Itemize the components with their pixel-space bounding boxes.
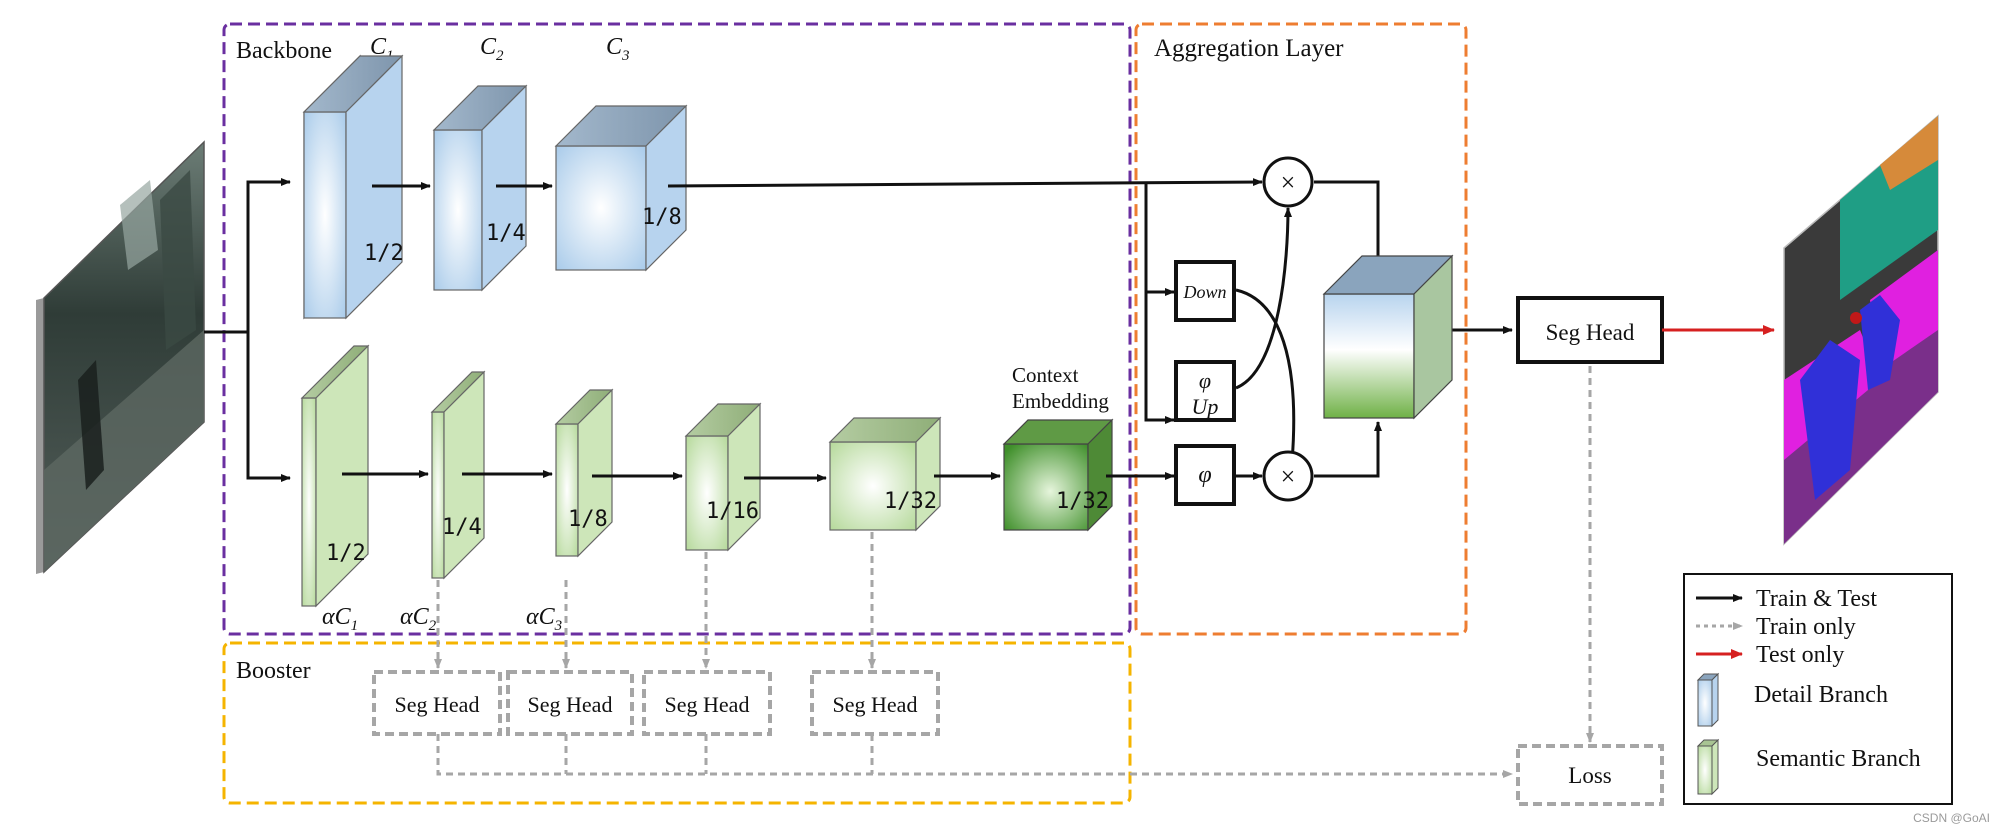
down-op-label: Down bbox=[1182, 282, 1226, 302]
booster-seg-head-1 bbox=[372, 670, 502, 736]
context-embedding-label: Context Embedding bbox=[1012, 363, 1109, 413]
c2-label: C2 bbox=[480, 34, 504, 64]
legend-semantic-icon bbox=[1696, 738, 1720, 796]
ac3-label: αC3 bbox=[526, 604, 562, 634]
detail-block-2 bbox=[432, 84, 528, 292]
phi-up-op-box bbox=[1174, 360, 1236, 422]
watermark: CSDN @GoAI bbox=[1913, 811, 1990, 825]
booster-seg-head-1-label: Seg Head bbox=[395, 692, 480, 717]
detail-scale-3: 1/8 bbox=[642, 205, 682, 230]
booster-seg-head-4-label: Seg Head bbox=[833, 692, 918, 717]
input-image bbox=[36, 140, 205, 574]
booster-label: Booster bbox=[236, 658, 311, 684]
semantic-block-5 bbox=[828, 416, 942, 532]
booster-region bbox=[222, 641, 1132, 805]
down-op-box bbox=[1174, 260, 1236, 322]
semantic-scale-3: 1/8 bbox=[568, 507, 608, 532]
semantic-scale-1: 1/2 bbox=[326, 541, 366, 566]
legend-train-only-label: Train only bbox=[1756, 614, 1856, 640]
multiply-bottom-label: × bbox=[1281, 462, 1296, 491]
booster-seg-head-2 bbox=[506, 670, 634, 736]
ac2-label: αC2 bbox=[400, 604, 437, 634]
loss-box bbox=[1516, 744, 1664, 806]
booster-seg-heads: Seg Head Seg Head Seg Head Seg Head bbox=[372, 670, 940, 736]
booster-seg-head-3 bbox=[642, 670, 772, 736]
aggregation-label: Aggregation Layer bbox=[1154, 35, 1344, 62]
detail-block-1 bbox=[302, 54, 404, 320]
c3-label: C3 bbox=[606, 34, 630, 64]
detail-block-3 bbox=[554, 104, 688, 272]
legend-detail-label: Detail Branch bbox=[1754, 682, 1888, 708]
ac1-label: αC1 bbox=[322, 604, 358, 634]
semantic-scale-5: 1/32 bbox=[884, 489, 937, 514]
output-segmentation-image bbox=[1783, 114, 1939, 546]
backbone-label: Backbone bbox=[236, 38, 332, 64]
detail-scale-1: 1/2 bbox=[364, 241, 404, 266]
semantic-scale-2: 1/4 bbox=[442, 515, 482, 540]
multiply-top-node bbox=[1262, 156, 1314, 208]
phi-op-label: φ bbox=[1198, 462, 1211, 488]
seg-head-main bbox=[1516, 296, 1664, 364]
train-only-arrows bbox=[434, 366, 1594, 778]
multiply-bottom-node bbox=[1262, 450, 1314, 502]
booster-seg-head-2-label: Seg Head bbox=[528, 692, 613, 717]
legend-test-only-label: Test only bbox=[1756, 642, 1844, 668]
semantic-block-1 bbox=[300, 344, 370, 608]
semantic-scale-4: 1/16 bbox=[706, 499, 759, 524]
detail-scale-2: 1/4 bbox=[486, 221, 526, 246]
booster-seg-head-4 bbox=[810, 670, 940, 736]
legend-train-test-label: Train & Test bbox=[1756, 586, 1877, 612]
loss-label: Loss bbox=[1568, 763, 1612, 788]
legend-semantic-label: Semantic Branch bbox=[1756, 746, 1921, 772]
legend: Train & Test Train only Test only Detail… bbox=[1683, 573, 1953, 805]
semantic-scale-6: 1/32 bbox=[1056, 489, 1109, 514]
multiply-top-label: × bbox=[1281, 168, 1296, 197]
semantic-block-3 bbox=[554, 388, 614, 558]
phi-up-phi-label: φ bbox=[1199, 368, 1211, 393]
seg-head-main-label: Seg Head bbox=[1546, 320, 1635, 345]
phi-up-up-label: Up bbox=[1192, 394, 1219, 419]
aggregated-feature-block bbox=[1322, 254, 1454, 420]
legend-detail-icon bbox=[1696, 672, 1720, 728]
phi-op-box bbox=[1174, 444, 1236, 506]
context-embedding-block bbox=[1002, 418, 1114, 532]
booster-seg-head-3-label: Seg Head bbox=[665, 692, 750, 717]
black-arrows bbox=[204, 178, 1513, 482]
